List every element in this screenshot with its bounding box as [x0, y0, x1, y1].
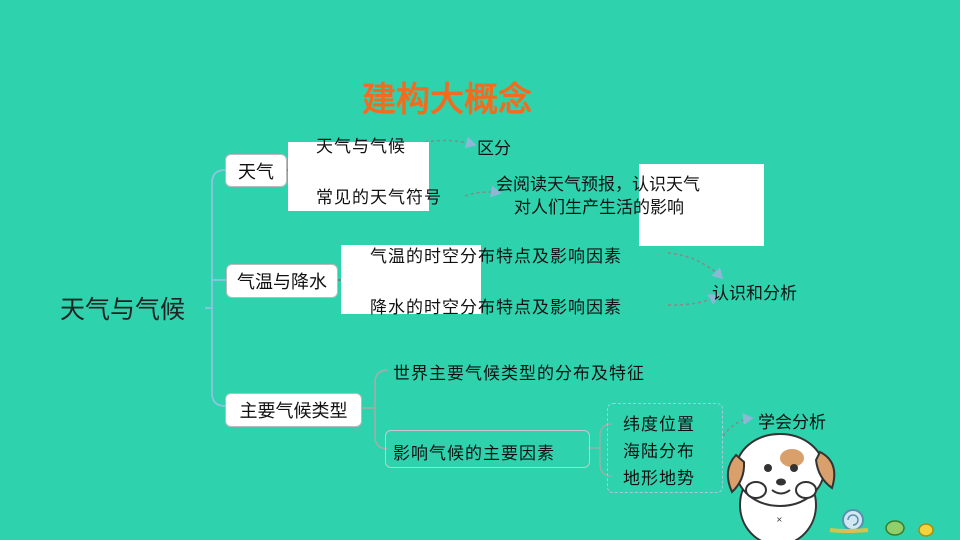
- shell-icon: [885, 520, 934, 537]
- climate-factors-box: [385, 430, 590, 468]
- branch-climate-types: 主要气候类型: [225, 393, 362, 427]
- weather-items-panel: [288, 142, 429, 211]
- page-title: 建构大概念: [362, 80, 532, 120]
- item-precipitation: 降水的时空分布特点及影响因素: [370, 298, 622, 318]
- factors-box: [607, 403, 723, 493]
- factor-terrain: 地形地势: [623, 469, 695, 489]
- branch-temp-precip: 气温与降水: [226, 264, 338, 298]
- item-weather-symbols: 常见的天气符号: [316, 188, 442, 208]
- target-forecast-line1: 会阅读天气预报，认识天气: [496, 175, 700, 195]
- item-temperature: 气温的时空分布特点及影响因素: [370, 247, 622, 267]
- factor-land-sea: 海陆分布: [623, 442, 695, 462]
- item-weather-climate: 天气与气候: [316, 137, 406, 157]
- snail-icon: [829, 509, 869, 533]
- item-climate-distribution: 世界主要气候类型的分布及特征: [393, 364, 645, 384]
- forecast-panel: [639, 164, 764, 246]
- root-node: 天气与气候: [60, 295, 186, 324]
- target-forecast-line2: 对人们生产生活的影响: [514, 198, 684, 218]
- item-climate-factors: 影响气候的主要因素: [393, 444, 555, 464]
- branch-weather: 天气: [225, 154, 287, 187]
- target-learn-analyze: 学会分析: [758, 413, 826, 433]
- target-distinguish: 区分: [477, 139, 511, 159]
- svg-text:×: ×: [776, 515, 783, 524]
- target-understand-analyze: 认识和分析: [712, 284, 797, 304]
- factor-latitude: 纬度位置: [623, 415, 695, 435]
- temp-items-panel: [341, 245, 481, 314]
